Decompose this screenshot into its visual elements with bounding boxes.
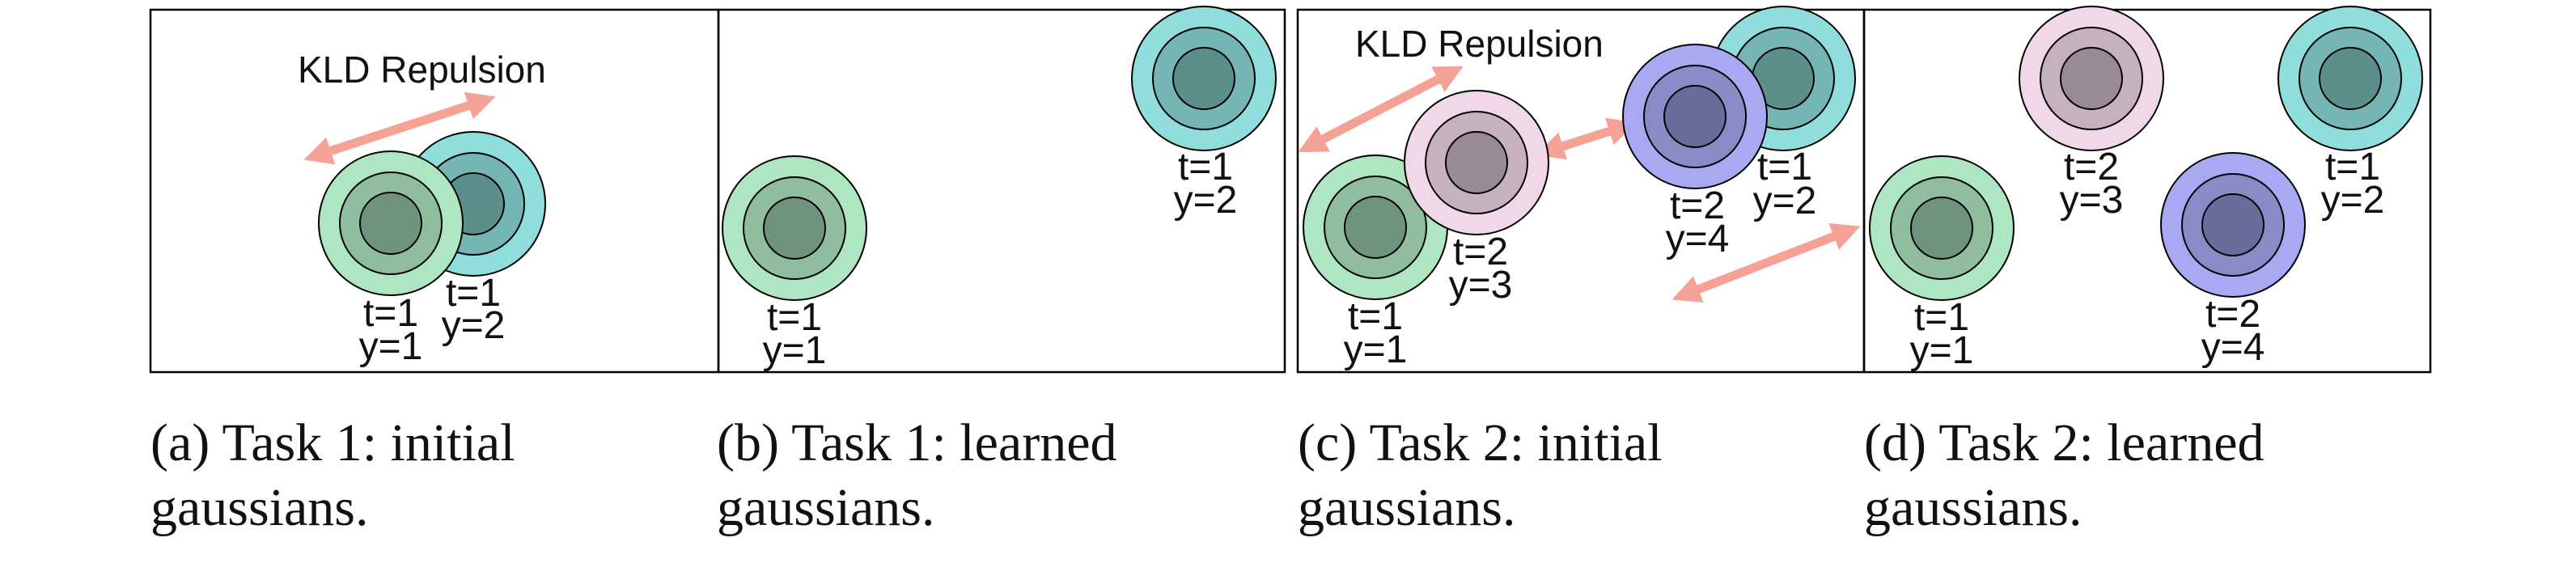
gaussian-inner-ring	[1445, 131, 1508, 194]
gaussian-inner-ring	[1663, 85, 1727, 148]
gaussian-t-label: t=2	[2064, 146, 2119, 188]
gaussian-inner-ring	[2201, 193, 2265, 256]
gaussian-y-label: y=1	[1910, 329, 1974, 372]
panel-c-repulsion-arrow-top	[1298, 66, 1464, 153]
gaussian-y-label: y=2	[442, 304, 506, 347]
panel-c-repulsion-arrow-bottom	[1671, 222, 1861, 303]
gaussian-t-label: t=1	[1757, 146, 1812, 188]
gaussian-y-label: y=1	[359, 325, 423, 368]
gaussian-t-label: t=1	[2325, 146, 2380, 188]
gaussian-t-label: t=2	[2205, 293, 2260, 336]
caption-b: (b) Task 1: learned gaussians.	[717, 411, 1267, 540]
panel-d-frame	[1862, 8, 2432, 374]
gaussian-inner-ring	[2060, 47, 2123, 110]
caption-line-1: (a) Task 1: initial	[150, 413, 515, 472]
gaussian-inner-ring	[1172, 47, 1235, 110]
panel-d-gaussian-t1-y2: t=1 y=2	[2277, 6, 2423, 222]
gaussian-t-label: t=1	[1348, 295, 1403, 338]
gaussian-inner-ring	[1344, 196, 1407, 259]
caption-line-2: gaussians.	[1864, 478, 2082, 537]
gaussian-inner-ring	[763, 197, 826, 260]
panel-a-repulsion-arrow	[303, 91, 496, 165]
caption-line-2: gaussians.	[1298, 478, 1516, 537]
gaussian-y-label: y=2	[1174, 179, 1238, 222]
gaussian-t-label: t=1	[1914, 296, 1969, 339]
gaussian-t-label: t=2	[1453, 231, 1508, 273]
caption-line-2: gaussians.	[717, 478, 935, 537]
gaussian-inner-ring	[359, 192, 422, 255]
panel-c-gaussian-t2-y4: t=2 y=4	[1622, 44, 1768, 260]
caption-c: (c) Task 2: initial gaussians.	[1298, 411, 1848, 540]
caption-a: (a) Task 1: initial gaussians.	[150, 411, 701, 540]
panel-b-gaussian-t1-y1: t=1 y=1	[722, 155, 867, 372]
panel-d-gaussian-t2-y4: t=2 y=4	[2160, 152, 2306, 369]
panel-b-frame	[717, 8, 1286, 374]
gaussian-y-label: y=2	[2321, 179, 2385, 222]
gaussian-t-label: t=1	[1178, 146, 1233, 188]
gaussian-y-label: y=4	[2201, 326, 2265, 369]
panel-d-gaussian-t2-y3: t=2 y=3	[2019, 6, 2164, 222]
caption-line-1: (d) Task 2: learned	[1864, 413, 2265, 472]
gaussian-y-label: y=3	[1449, 264, 1513, 307]
panel-a-kld-label: KLD Repulsion	[298, 49, 546, 91]
panel-c-kld-label: KLD Repulsion	[1355, 23, 1604, 65]
gaussian-y-label: y=1	[1344, 328, 1408, 371]
gaussian-y-label: y=1	[763, 329, 827, 372]
gaussian-y-label: y=2	[1753, 180, 1817, 222]
panel-a-gaussian-t1-y1: t=1 y=1	[318, 150, 464, 368]
gaussian-y-label: y=3	[2060, 179, 2124, 222]
caption-line-1: (b) Task 1: learned	[717, 413, 1117, 472]
caption-d: (d) Task 2: learned gaussians.	[1864, 411, 2414, 540]
gaussian-inner-ring	[2319, 47, 2382, 110]
panel-b-gaussian-t1-y2: t=1 y=2	[1131, 6, 1277, 222]
gaussian-t-label: t=1	[446, 272, 501, 315]
gaussian-inner-ring	[1910, 197, 1973, 260]
panel-c-gaussian-t2-y3: t=2 y=3	[1404, 90, 1549, 307]
gaussian-y-label: y=4	[1666, 218, 1730, 260]
gaussian-t-label: t=1	[363, 292, 418, 335]
panel-c-repulsion-arrow-middle	[1536, 117, 1637, 160]
caption-line-2: gaussians.	[150, 478, 369, 537]
gaussian-t-label: t=2	[1670, 184, 1725, 227]
caption-line-1: (c) Task 2: initial	[1298, 413, 1663, 472]
panel-d-gaussian-t1-y1: t=1 y=1	[1869, 155, 2015, 372]
gaussian-t-label: t=1	[767, 296, 822, 339]
